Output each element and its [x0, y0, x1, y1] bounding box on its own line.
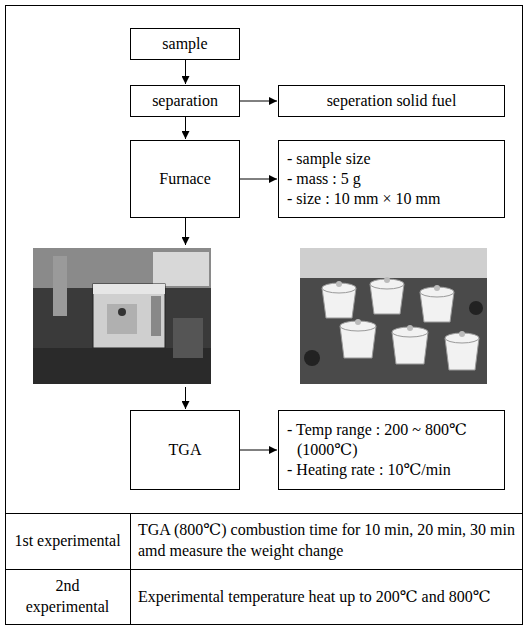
process-box: seperation solid fuel [278, 85, 505, 117]
process-box: TGA [130, 410, 240, 490]
cell-text: Experimental temperature heat up to 200℃… [138, 587, 515, 608]
connector-segment [185, 117, 186, 139]
table-cell: TGA (800℃) combustion time for 10 min, 2… [130, 513, 523, 569]
process-box: sample [130, 28, 240, 60]
process-box: separation [130, 85, 240, 117]
node-text: - sample size [287, 149, 371, 169]
connector-segment [240, 179, 277, 180]
table-rule [130, 513, 131, 625]
table-rule [5, 513, 523, 514]
node-text: TGA [169, 440, 202, 460]
node-text: sample [162, 34, 207, 54]
arrow-connector [185, 60, 186, 84]
table-cell: Experimental temperature heat up to 200℃… [130, 569, 523, 625]
crucible-photo [300, 248, 487, 384]
process-box: - sample size- mass : 5 g- size : 10 mm … [278, 140, 505, 218]
arrow-connector [240, 101, 277, 102]
node-text: seperation solid fuel [327, 91, 457, 111]
connector-segment [240, 450, 277, 451]
cell-text: 1st experimental [13, 531, 122, 552]
node-text: - mass : 5 g [287, 169, 361, 189]
node-text: - size : 10 mm × 10 mm [287, 189, 440, 209]
connector-segment [185, 60, 186, 84]
connector-segment [185, 218, 186, 245]
node-text: - Heating rate : 10℃/min [287, 460, 451, 480]
node-text: separation [152, 91, 218, 111]
arrow-connector [185, 117, 186, 139]
connector-segment [240, 101, 277, 102]
process-box: Furnace [130, 140, 240, 218]
table-cell: 2nd experimental [5, 569, 130, 625]
cell-text: 2nd experimental [13, 576, 122, 618]
node-text: - Temp range : 200 ~ 800℃ (1000℃) [287, 420, 496, 460]
table-cell: 1st experimental [5, 513, 130, 569]
arrow-connector [185, 218, 186, 409]
connector-segment [185, 387, 186, 409]
arrow-connector [240, 450, 277, 451]
cell-text: TGA (800℃) combustion time for 10 min, 2… [138, 520, 515, 562]
node-text: Furnace [159, 169, 211, 189]
table-rule [5, 569, 523, 570]
process-box: - Temp range : 200 ~ 800℃ (1000℃)- Heati… [278, 410, 505, 490]
arrow-connector [240, 179, 277, 180]
furnace-photo [33, 248, 211, 384]
